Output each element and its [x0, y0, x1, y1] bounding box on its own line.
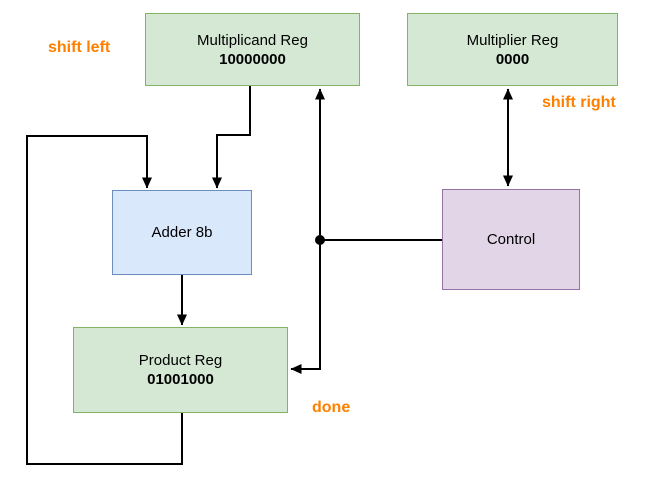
control-box: Control — [442, 189, 580, 290]
junction-dot — [315, 235, 325, 245]
multiplicand-reg-box: Multiplicand Reg 10000000 — [145, 13, 360, 86]
done-signal-label: done — [312, 399, 351, 416]
adder-box: Adder 8b — [112, 190, 252, 275]
control-label: Control — [486, 231, 536, 248]
multiplier-reg-box: Multiplier Reg 0000 — [407, 13, 618, 86]
shift-right-signal-label: shift right — [542, 94, 616, 111]
edge-control-to-product — [290, 240, 321, 374]
multiplicand-reg-label: Multiplicand Reg — [197, 31, 308, 49]
adder-label: Adder 8b — [151, 224, 213, 241]
product-reg-box: Product Reg 01001000 — [73, 327, 288, 413]
edge-product-loop-to-adder — [26, 135, 183, 465]
multiplicand-reg-value: 10000000 — [219, 50, 286, 68]
multiplier-reg-label: Multiplier Reg — [466, 31, 559, 49]
edge-multiplicand-to-adder — [212, 86, 251, 189]
shift-left-signal-label: shift left — [48, 39, 111, 56]
product-reg-label: Product Reg — [138, 352, 223, 369]
product-reg-value: 01001000 — [147, 371, 214, 388]
multiplier-reg-value: 0000 — [495, 50, 530, 68]
